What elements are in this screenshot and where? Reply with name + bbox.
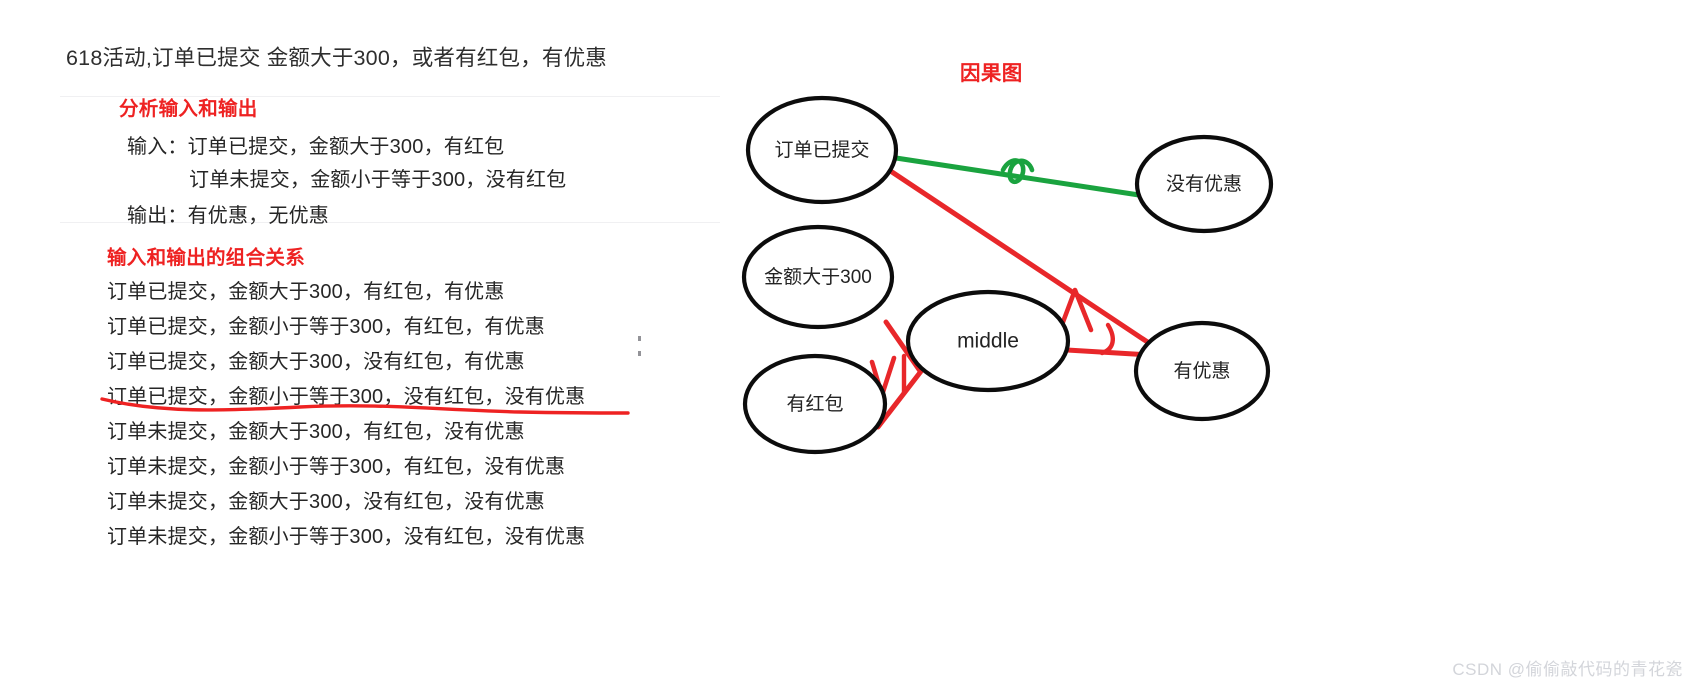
page-title: 618活动,订单已提交 金额大于300，或者有红包，有优惠 bbox=[66, 46, 607, 70]
combination-row: 订单已提交，金额小于等于300，没有红包，没有优惠 bbox=[107, 386, 586, 408]
node-order-submitted[interactable]: 订单已提交 bbox=[745, 95, 899, 205]
section-heading-analyze-io: 分析输入和输出 bbox=[119, 98, 258, 120]
combination-row: 订单已提交，金额小于等于300，有红包，有优惠 bbox=[107, 316, 545, 338]
input-line-positive: 输入：订单已提交，金额大于300，有红包 bbox=[127, 136, 505, 158]
combination-row: 订单未提交，金额大于300，没有红包，没有优惠 bbox=[107, 491, 545, 513]
input-line-negative: 订单未提交，金额小于等于300，没有红包 bbox=[189, 169, 567, 191]
node-label-order-submitted: 订单已提交 bbox=[774, 139, 869, 161]
edge-order-to-discount bbox=[889, 169, 1167, 356]
node-amount-gt-300[interactable]: 金额大于300 bbox=[741, 224, 895, 330]
diagram-title: 因果图 bbox=[960, 62, 1023, 85]
combination-row: 订单已提交，金额大于300，有红包，有优惠 bbox=[107, 281, 505, 303]
node-no-discount[interactable]: 没有优惠 bbox=[1134, 134, 1274, 234]
graph-nodes-layer: 订单已提交 金额大于300 有红包 middle 没有优惠 有优惠 bbox=[741, 95, 1274, 455]
edge-order-to-nodiscount bbox=[893, 155, 1142, 198]
node-has-coupon[interactable]: 有红包 bbox=[742, 353, 888, 455]
node-label-has-coupon: 有红包 bbox=[786, 393, 843, 415]
cause-effect-graph: 订单已提交 金额大于300 有红包 middle 没有优惠 有优惠 bbox=[741, 95, 1274, 455]
section-heading-combinations: 输入和输出的组合关系 bbox=[107, 247, 306, 269]
node-middle[interactable]: middle bbox=[905, 289, 1071, 393]
node-has-discount[interactable]: 有优惠 bbox=[1133, 320, 1271, 422]
cause-effect-graph-panel: 因果图 bbox=[720, 0, 1699, 692]
combination-row: 订单未提交，金额大于300，有红包，没有优惠 bbox=[107, 421, 525, 443]
faint-divider-top bbox=[60, 96, 720, 97]
csdn-watermark: CSDN @偷偷敲代码的青花瓷 bbox=[1452, 660, 1683, 679]
combination-row: 订单未提交，金额小于等于300，有红包，没有优惠 bbox=[107, 456, 566, 478]
edge-coupon-to-middle bbox=[875, 367, 925, 430]
text-notes-panel: 618活动,订单已提交 金额大于300，或者有红包，有优惠 分析输入和输出 输入… bbox=[0, 0, 720, 692]
node-label-has-discount: 有优惠 bbox=[1173, 360, 1230, 382]
node-label-amount-gt-300: 金额大于300 bbox=[764, 266, 872, 288]
text-cursor-icon bbox=[638, 336, 641, 356]
node-label-middle: middle bbox=[957, 330, 1019, 353]
faint-divider-mid bbox=[60, 222, 720, 223]
combination-row-list: 订单已提交，金额大于300，有红包，有优惠订单已提交，金额小于等于300，有红包… bbox=[107, 275, 667, 555]
combination-row: 订单已提交，金额大于300，没有红包，有优惠 bbox=[107, 351, 525, 373]
combination-row: 订单未提交，金额小于等于300，没有红包，没有优惠 bbox=[107, 526, 586, 548]
not-operator-squiggle-icon bbox=[1000, 158, 1035, 185]
output-line: 输出：有优惠，无优惠 bbox=[127, 205, 329, 227]
node-label-no-discount: 没有优惠 bbox=[1166, 173, 1242, 195]
